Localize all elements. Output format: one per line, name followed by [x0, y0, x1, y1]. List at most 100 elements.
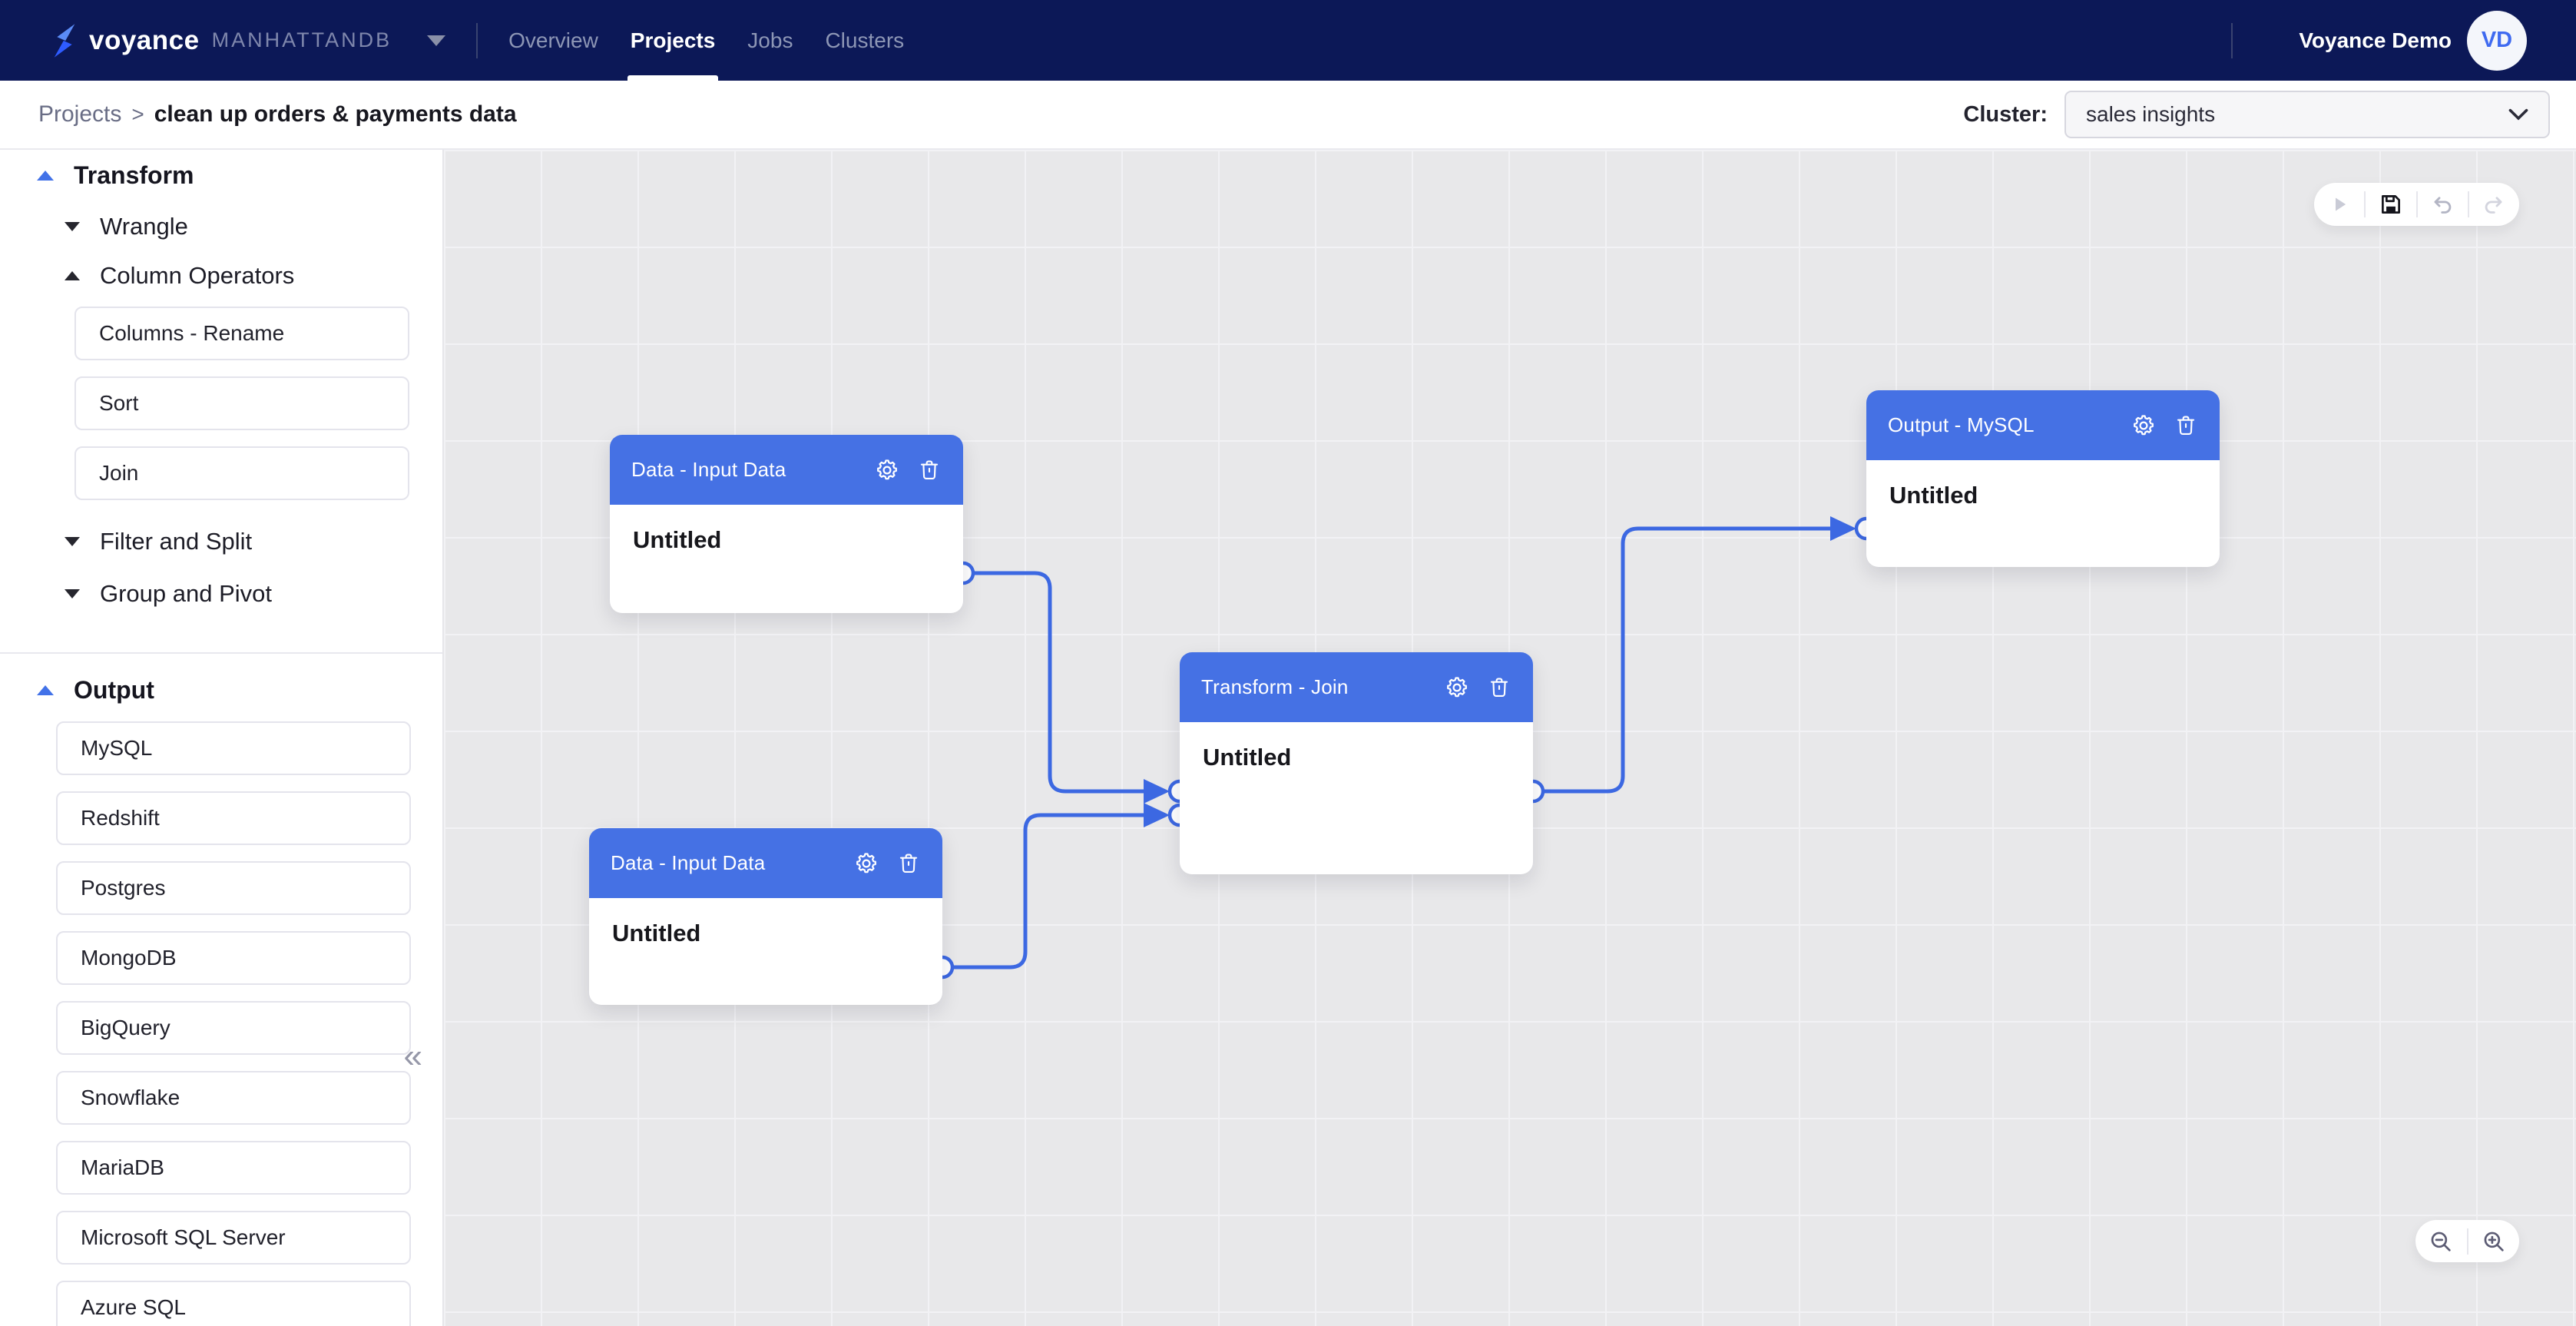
gear-icon[interactable] — [853, 850, 879, 877]
zoom-in-icon — [2484, 1232, 2504, 1251]
nav-item-clusters[interactable]: Clusters — [825, 28, 905, 52]
palette-item-mysql[interactable]: MySQL — [56, 721, 411, 775]
node-title: Output - MySQL — [1888, 413, 2035, 436]
sidebar-section-transform[interactable]: Transform — [0, 161, 442, 190]
group-label: Group and Pivot — [100, 580, 273, 607]
breadcrumb-separator: > — [131, 102, 144, 126]
chevron-up-icon — [65, 271, 80, 280]
arrowhead-icon — [1830, 516, 1856, 541]
node-title: Transform - Join — [1201, 675, 1349, 698]
pipeline-canvas[interactable]: Data - Input Data Untitled Data - Inpu — [444, 150, 2576, 1326]
group-label: Filter and Split — [100, 528, 253, 555]
gear-icon[interactable] — [2131, 413, 2157, 439]
node-body-label: Untitled — [1203, 744, 1292, 771]
palette-item-columns-rename[interactable]: Columns - Rename — [74, 307, 409, 360]
edge-input2-to-join — [942, 813, 1145, 970]
zoom-in-button[interactable] — [2468, 1220, 2520, 1262]
sidebar-group-group-and-pivot[interactable]: Group and Pivot — [0, 578, 442, 609]
toolbar-divider — [2467, 191, 2469, 217]
group-label: Column Operators — [100, 262, 295, 289]
palette-item-join[interactable]: Join — [74, 446, 409, 500]
cluster-select[interactable]: sales insights — [2064, 91, 2550, 138]
node-header: Data - Input Data — [610, 435, 963, 505]
avatar[interactable]: VD — [2467, 10, 2527, 71]
node-output-mysql[interactable]: Output - MySQL Untitled — [1866, 390, 2220, 567]
sidebar-collapse-icon[interactable]: « — [403, 1037, 422, 1075]
arrowhead-icon — [1144, 803, 1170, 827]
zoom-out-button[interactable] — [2415, 1220, 2467, 1262]
sidebar-group-filter-and-split[interactable]: Filter and Split — [0, 526, 442, 557]
trash-icon[interactable] — [2174, 413, 2198, 438]
nav-item-projects[interactable]: Projects — [627, 0, 718, 81]
node-body-label: Untitled — [633, 526, 722, 553]
undo-button[interactable] — [2418, 183, 2468, 226]
breadcrumb-projects-link[interactable]: Projects — [38, 101, 122, 127]
chevron-up-icon — [37, 685, 54, 695]
run-pipeline-button[interactable] — [2314, 183, 2364, 226]
gear-icon[interactable] — [874, 457, 900, 483]
redo-icon — [2485, 197, 2502, 214]
toolbar-divider — [2364, 191, 2366, 217]
save-button[interactable] — [2366, 183, 2415, 226]
zoom-controls — [2415, 1220, 2519, 1262]
top-navbar: voyance MANHATTANDB Overview Projects Jo… — [0, 0, 2576, 81]
palette-item-bigquery[interactable]: BigQuery — [56, 1001, 411, 1055]
trash-icon[interactable] — [1487, 675, 1511, 700]
trash-icon[interactable] — [896, 851, 921, 876]
palette-item-mongodb[interactable]: MongoDB — [56, 931, 411, 985]
chevron-down-icon — [65, 589, 80, 598]
edge-join-to-output — [1533, 526, 1830, 794]
palette-item-mariadb[interactable]: MariaDB — [56, 1141, 411, 1195]
play-icon — [2335, 197, 2346, 211]
sidebar-group-column-operators[interactable]: Column Operators — [0, 260, 442, 291]
navbar-divider — [476, 22, 478, 58]
chevron-down-icon — [65, 222, 80, 231]
node-header: Data - Input Data — [589, 828, 942, 898]
palette-item-microsoft-sql-server[interactable]: Microsoft SQL Server — [56, 1211, 411, 1265]
undo-icon — [2434, 197, 2452, 214]
node-data-input-1[interactable]: Data - Input Data Untitled — [610, 435, 963, 613]
node-title: Data - Input Data — [611, 851, 766, 874]
zoom-divider — [2466, 1228, 2468, 1255]
palette-item-sort[interactable]: Sort — [74, 376, 409, 430]
chevron-down-icon — [2508, 108, 2528, 121]
redo-button[interactable] — [2469, 183, 2519, 226]
node-title: Data - Input Data — [631, 458, 786, 481]
palette-item-redshift[interactable]: Redshift — [56, 791, 411, 845]
toolbar-divider — [2415, 191, 2418, 217]
brand-name: voyance — [89, 25, 200, 55]
palette-item-postgres[interactable]: Postgres — [56, 861, 411, 915]
nav-item-overview[interactable]: Overview — [508, 28, 598, 52]
breadcrumb-bar: Projects > clean up orders & payments da… — [0, 81, 2576, 150]
sidebar-divider — [0, 652, 442, 654]
trash-icon[interactable] — [917, 458, 942, 482]
section-label: Transform — [74, 161, 194, 189]
workspace-name: MANHATTANDB — [211, 28, 392, 51]
component-palette-sidebar: Transform Wrangle Column Operators Colum… — [0, 150, 444, 1326]
sidebar-group-wrangle[interactable]: Wrangle — [0, 211, 442, 242]
arrowhead-icon — [1144, 779, 1170, 804]
node-data-input-2[interactable]: Data - Input Data Untitled — [589, 828, 942, 1005]
save-icon — [2381, 195, 2400, 214]
node-transform-join[interactable]: Transform - Join Untitled — [1180, 652, 1533, 874]
workspace-caret-down-icon[interactable] — [427, 35, 446, 46]
voyance-logo-icon — [54, 23, 75, 58]
cluster-label: Cluster: — [1963, 101, 2048, 127]
node-body-label: Untitled — [1889, 482, 1978, 509]
palette-item-azure-sql[interactable]: Azure SQL — [56, 1281, 411, 1326]
palette-item-snowflake[interactable]: Snowflake — [56, 1071, 411, 1125]
page-title: clean up orders & payments data — [154, 101, 517, 127]
nav-item-jobs[interactable]: Jobs — [747, 28, 793, 52]
group-label: Wrangle — [100, 213, 188, 240]
sidebar-section-output[interactable]: Output — [0, 675, 442, 704]
node-body-label: Untitled — [612, 920, 701, 946]
gear-icon[interactable] — [1444, 675, 1470, 701]
cluster-selected-value: sales insights — [2086, 102, 2216, 126]
chevron-down-icon — [65, 537, 80, 546]
node-header: Transform - Join — [1180, 652, 1533, 722]
chevron-up-icon — [37, 170, 54, 181]
zoom-out-icon — [2431, 1232, 2451, 1251]
edge-input1-to-join — [963, 571, 1145, 794]
canvas-toolbar — [2314, 183, 2519, 226]
